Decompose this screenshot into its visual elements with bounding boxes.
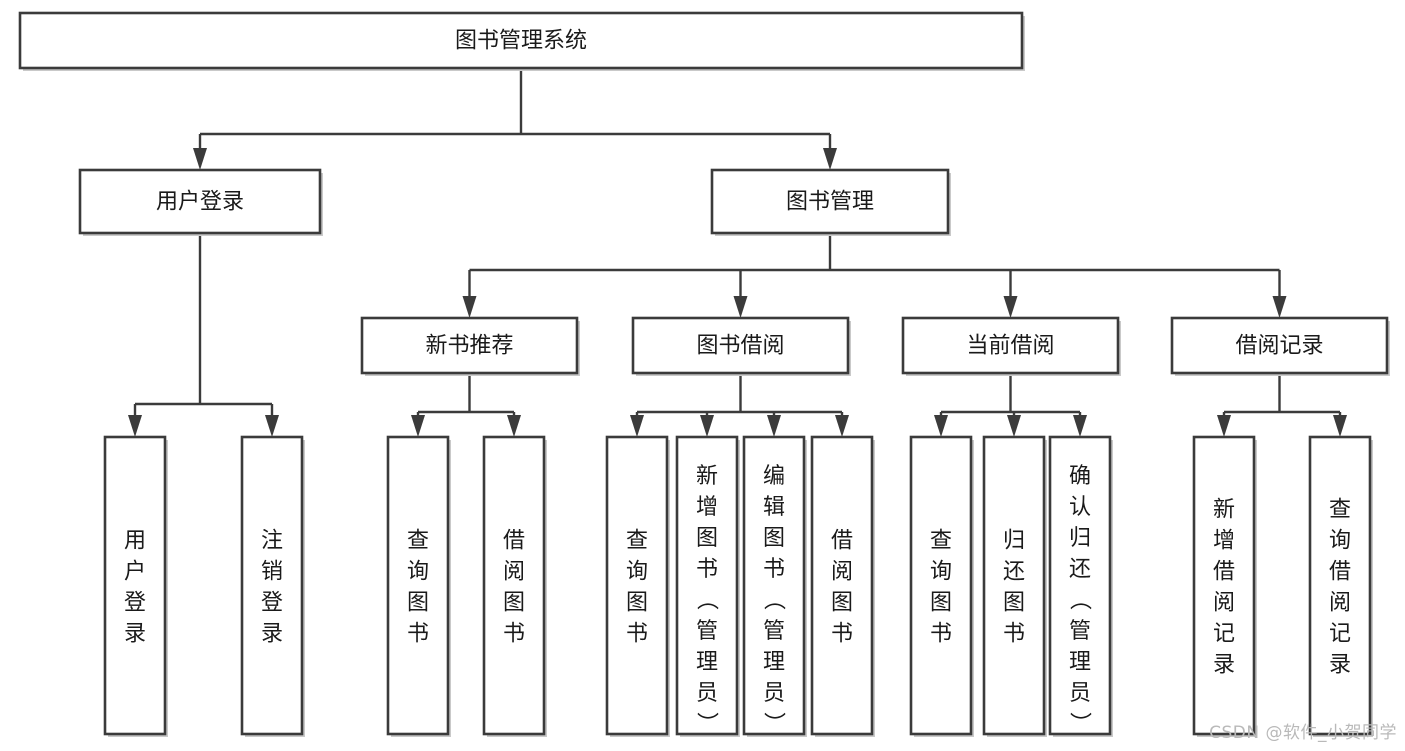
new-book-recommend-arrow-1 (507, 415, 521, 437)
root-arrow-1 (823, 148, 837, 170)
book-manage-arrow-3 (1272, 296, 1287, 318)
node-current-borrow-rect (901, 316, 1120, 375)
node-leaf-query-book-2[interactable]: 查询图书 (605, 435, 670, 737)
node-book-manage[interactable]: 图书管理 (710, 168, 951, 236)
node-leaf-borrow-book-2-rect (810, 435, 874, 736)
node-book-manage-label: 图书管理 (786, 190, 874, 215)
node-leaf-borrow-book-1-rect (482, 435, 546, 736)
node-borrow-record-rect (1170, 316, 1389, 375)
book-borrow-arrow-0 (630, 415, 644, 437)
book-borrow-arrow-1 (700, 415, 714, 437)
node-current-borrow[interactable]: 当前借阅 (901, 316, 1121, 376)
user-login-arrow-1 (265, 415, 279, 437)
node-leaf-query-record-label: 查询借阅记录 (1329, 498, 1351, 678)
borrow-record-arrow-1 (1333, 415, 1347, 437)
book-manage-arrow-1 (733, 296, 748, 318)
node-borrow-record[interactable]: 借阅记录 (1170, 316, 1390, 376)
node-leaf-user-login[interactable]: 用户登录 (103, 435, 168, 737)
borrow-record-arrow-0 (1217, 415, 1231, 437)
node-leaf-query-book-1[interactable]: 查询图书 (386, 435, 451, 737)
user-login-arrow-0 (128, 415, 142, 437)
node-leaf-borrow-book-2[interactable]: 借阅图书 (810, 435, 875, 737)
node-leaf-logout-label: 注销登录 (261, 529, 283, 647)
node-leaf-add-record[interactable]: 新增借阅记录 (1192, 435, 1257, 737)
edge-layer (128, 68, 1347, 437)
node-user-login-label: 用户登录 (156, 190, 244, 215)
node-leaf-query-book-1-label: 查询图书 (407, 529, 429, 647)
node-borrow-record-label: 借阅记录 (1235, 334, 1323, 359)
node-leaf-edit-book[interactable]: 编辑图书（管理员） (742, 435, 807, 737)
node-leaf-add-book-rect (675, 435, 739, 736)
node-leaf-borrow-book-1-label: 借阅图书 (503, 529, 525, 647)
node-book-manage-rect (710, 168, 950, 235)
node-leaf-query-book-1-rect (386, 435, 450, 736)
node-new-book-recommend-label: 新书推荐 (425, 334, 513, 359)
node-leaf-user-login-rect (103, 435, 167, 736)
book-borrow-arrow-2 (767, 415, 781, 437)
new-book-recommend-arrow-0 (411, 415, 425, 437)
node-user-login[interactable]: 用户登录 (78, 168, 323, 236)
node-leaf-query-record-rect (1308, 435, 1372, 736)
current-borrow-arrow-0 (934, 415, 948, 437)
book-manage-arrow-2 (1003, 296, 1018, 318)
node-leaf-logout[interactable]: 注销登录 (240, 435, 305, 737)
node-leaf-user-login-label: 用户登录 (124, 529, 146, 647)
node-new-book-recommend-rect (360, 316, 579, 375)
node-leaf-borrow-book-1[interactable]: 借阅图书 (482, 435, 547, 737)
node-leaf-query-book-3-rect (909, 435, 973, 736)
node-root[interactable]: 图书管理系统 (18, 11, 1025, 71)
node-leaf-add-record-rect (1192, 435, 1256, 736)
node-new-book-recommend[interactable]: 新书推荐 (360, 316, 580, 376)
node-leaf-edit-book-rect (742, 435, 806, 736)
node-current-borrow-label: 当前借阅 (966, 334, 1054, 359)
node-leaf-confirm-return[interactable]: 确认归还（管理员） (1048, 435, 1113, 737)
node-leaf-query-book-2-rect (605, 435, 669, 736)
node-leaf-add-book[interactable]: 新增图书（管理员） (675, 435, 740, 737)
root-arrow-0 (193, 148, 207, 170)
current-borrow-arrow-1 (1007, 415, 1021, 437)
node-root-rect (18, 11, 1024, 70)
node-leaf-edit-book-label: 编辑图书（管理员） (763, 464, 786, 737)
node-leaf-add-book-label: 新增图书（管理员） (696, 464, 719, 737)
node-user-login-rect (78, 168, 322, 235)
node-layer: 图书管理系统用户登录图书管理新书推荐图书借阅当前借阅借阅记录用户登录注销登录查询… (18, 11, 1390, 737)
node-root-label: 图书管理系统 (455, 29, 587, 54)
node-leaf-query-book-2-label: 查询图书 (626, 529, 648, 647)
node-book-borrow-rect (631, 316, 850, 375)
book-manage-arrow-0 (462, 296, 477, 318)
node-leaf-confirm-return-rect (1048, 435, 1112, 736)
book-borrow-arrow-3 (835, 415, 849, 437)
current-borrow-arrow-2 (1073, 415, 1087, 437)
node-leaf-logout-rect (240, 435, 304, 736)
node-leaf-confirm-return-label: 确认归还（管理员） (1069, 464, 1092, 737)
node-leaf-add-record-label: 新增借阅记录 (1213, 498, 1235, 678)
node-leaf-query-book-3[interactable]: 查询图书 (909, 435, 974, 737)
node-leaf-return-book-rect (982, 435, 1046, 736)
node-leaf-return-book[interactable]: 归还图书 (982, 435, 1047, 737)
watermark-label: CSDN @软件_小贺同学 (1209, 723, 1397, 743)
node-leaf-query-record[interactable]: 查询借阅记录 (1308, 435, 1373, 737)
node-leaf-return-book-label: 归还图书 (1003, 529, 1025, 647)
node-book-borrow[interactable]: 图书借阅 (631, 316, 851, 376)
node-book-borrow-label: 图书借阅 (696, 334, 784, 359)
node-leaf-query-book-3-label: 查询图书 (930, 529, 952, 647)
node-leaf-borrow-book-2-label: 借阅图书 (831, 529, 853, 647)
